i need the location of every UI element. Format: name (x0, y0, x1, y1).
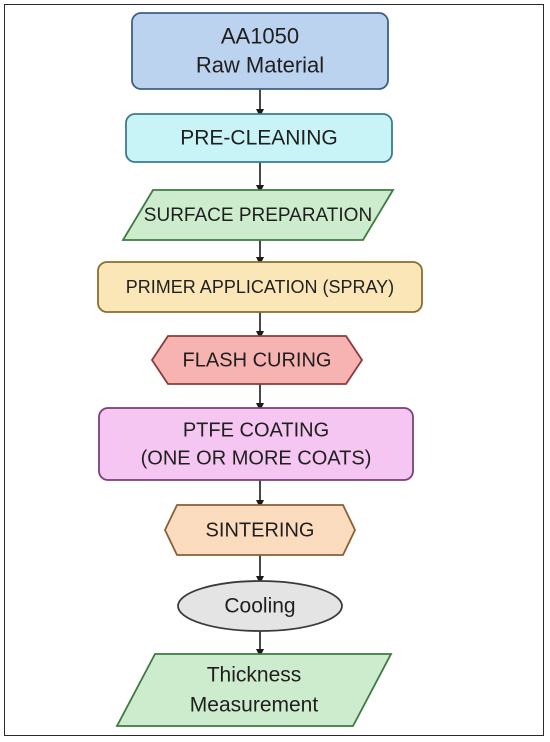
sintering-label-line-1: SINTERING (206, 519, 315, 541)
ptfe-coating-shape (98, 407, 414, 481)
surface-preparation-shape (121, 189, 395, 241)
thickness-measurement-shape (115, 653, 393, 727)
cooling-label-line-1: Cooling (224, 595, 295, 618)
node-flash-curing: FLASH CURING (150, 335, 364, 385)
flash-curing-shape (150, 335, 364, 385)
raw-material-shape (131, 12, 389, 90)
sintering-shape (164, 504, 356, 556)
node-pre-cleaning: PRE-CLEANING (125, 113, 393, 163)
surface-preparation-label-line-1: SURFACE PREPARATION (144, 205, 372, 226)
primer-application-shape (97, 261, 423, 313)
primer-application-label-line-1: PRIMER APPLICATION (SPRAY) (126, 277, 394, 297)
raw-material-label-line-2: Raw Material (196, 52, 324, 77)
thickness-measurement-label-line-1: Thickness (207, 664, 302, 687)
node-ptfe-coating: PTFE COATING (ONE OR MORE COATS) (98, 407, 414, 481)
ptfe-coating-label-line-1: PTFE COATING (183, 419, 329, 441)
flash-curing-label-line-1: FLASH CURING (183, 349, 332, 371)
raw-material-label-line-1: AA1050 (221, 23, 299, 48)
node-sintering: SINTERING (164, 504, 356, 556)
pre-cleaning-label-line-1: PRE-CLEANING (180, 127, 338, 150)
pre-cleaning-shape (125, 113, 393, 163)
cooling-shape (177, 580, 343, 632)
thickness-measurement-label-line-2: Measurement (190, 694, 319, 717)
ptfe-coating-label-line-2: (ONE OR MORE COATS) (141, 447, 372, 469)
node-cooling: Cooling (177, 580, 343, 632)
node-surface-preparation: SURFACE PREPARATION (121, 189, 395, 241)
node-primer-application: PRIMER APPLICATION (SPRAY) (97, 261, 423, 313)
